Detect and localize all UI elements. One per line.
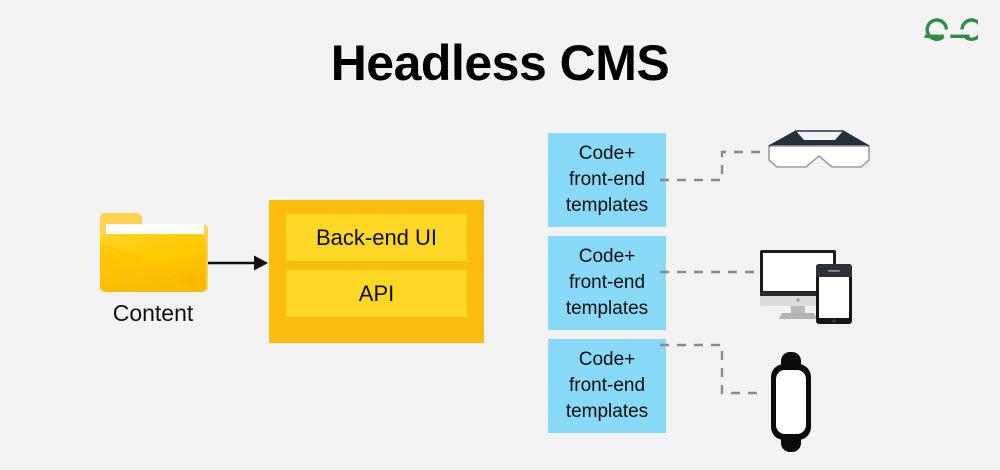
template-box-2-line-3: templates bbox=[565, 298, 649, 320]
connector-line-1 bbox=[660, 120, 770, 250]
cms-panel-backend-ui: Back-end UI bbox=[286, 214, 467, 261]
template-box-3: Code+ front-end templates bbox=[548, 339, 666, 433]
content-label: Content bbox=[112, 300, 194, 326]
template-box-2-line-2: front-end bbox=[568, 271, 646, 293]
template-box-1: Code+ front-end templates bbox=[548, 133, 666, 227]
template-box-1-line-1: Code+ bbox=[578, 142, 636, 164]
template-box-2: Code+ front-end templates bbox=[548, 236, 666, 330]
desktop-and-phone-icon bbox=[758, 248, 872, 326]
template-box-3-line-2: front-end bbox=[568, 374, 646, 396]
template-box-2-line-1: Code+ bbox=[578, 245, 636, 267]
template-box-1-line-2: front-end bbox=[568, 168, 646, 190]
vr-headset-icon bbox=[766, 128, 872, 178]
connector-line-3 bbox=[660, 335, 770, 465]
template-box-3-line-1: Code+ bbox=[578, 348, 636, 370]
page-title: Headless CMS bbox=[330, 35, 670, 91]
arrow-right-icon bbox=[208, 248, 270, 278]
template-box-1-line-3: templates bbox=[565, 195, 649, 217]
cms-panel-api: API bbox=[286, 270, 467, 317]
wearable-device-icon bbox=[762, 352, 820, 452]
connector-line-2 bbox=[660, 262, 770, 282]
content-source-group: Content bbox=[88, 208, 218, 328]
folder-icon bbox=[98, 208, 208, 292]
template-box-3-line-3: templates bbox=[565, 401, 649, 423]
geeksforgeeks-logo bbox=[916, 18, 983, 54]
cms-box: Back-end UI API bbox=[269, 200, 484, 343]
